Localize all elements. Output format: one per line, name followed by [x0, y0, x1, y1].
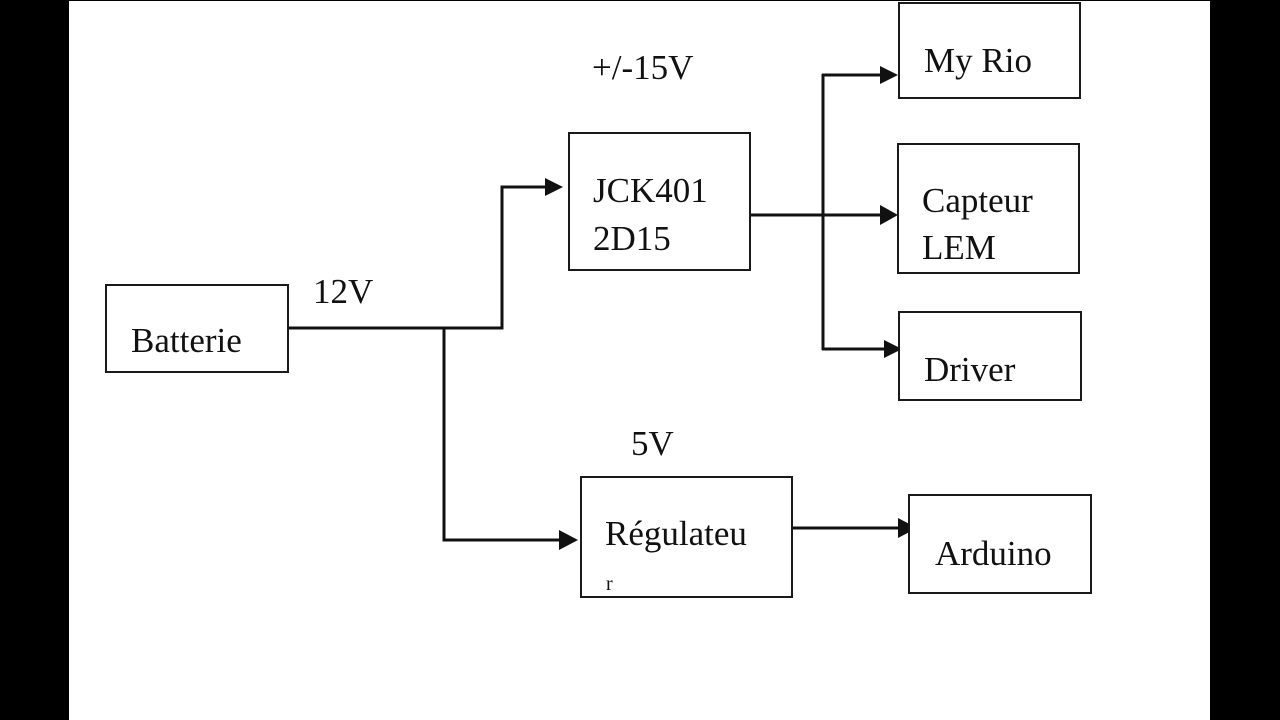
wire-batterie-to-jck	[289, 185, 545, 330]
node-regulateur: Régulateu r	[580, 476, 793, 598]
arrowhead-driver	[884, 340, 902, 358]
node-capteur-lem: Capteur LEM	[897, 143, 1080, 274]
voltage-label-12v: 12V	[313, 272, 373, 311]
node-myrio: My Rio	[898, 2, 1081, 99]
arrowhead-capteur	[880, 205, 898, 225]
node-arduino-label: Arduino	[935, 534, 1052, 573]
node-capteur-label-line1: Capteur	[922, 181, 1033, 220]
node-myrio-label: My Rio	[924, 41, 1032, 80]
arrowhead-regulateur	[559, 530, 578, 550]
wire-batterie-to-regulateur	[442, 328, 560, 542]
arrowhead-arduino	[898, 518, 917, 538]
node-batterie-label: Batterie	[131, 321, 242, 360]
node-regulateur-label-line1: Régulateu	[605, 514, 747, 553]
node-jck401-label-line2: 2D15	[593, 219, 671, 258]
node-arduino: Arduino	[908, 494, 1092, 594]
node-jck401-label-line1: JCK401	[593, 171, 708, 210]
node-jck401: JCK401 2D15	[568, 132, 751, 271]
voltage-label-15v: +/-15V	[592, 48, 693, 87]
node-batterie: Batterie	[105, 284, 289, 373]
node-driver-label: Driver	[924, 350, 1016, 389]
node-regulateur-label-line2: r	[606, 573, 613, 595]
voltage-label-5v: 5V	[631, 424, 674, 463]
arrowhead-myrio	[880, 66, 898, 84]
arrowhead-jck	[545, 178, 563, 196]
node-driver: Driver	[898, 311, 1082, 401]
node-capteur-label-line2: LEM	[922, 228, 996, 267]
